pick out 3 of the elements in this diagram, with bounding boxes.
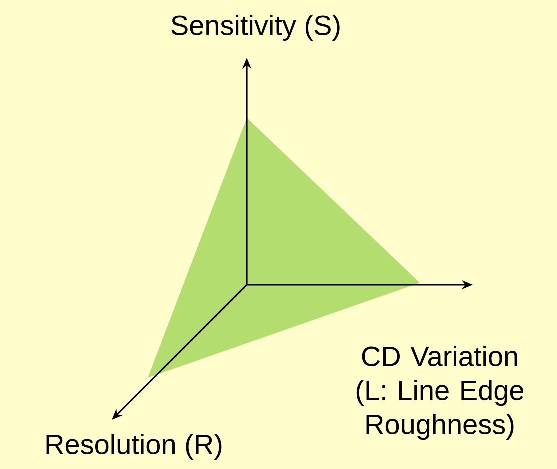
axis-label: Sensitivity (S): [172, 14, 340, 42]
axis-label: CD Variation (L: Line Edge Roughness): [356, 346, 524, 440]
axis-label: Resolution (R): [46, 434, 222, 460]
